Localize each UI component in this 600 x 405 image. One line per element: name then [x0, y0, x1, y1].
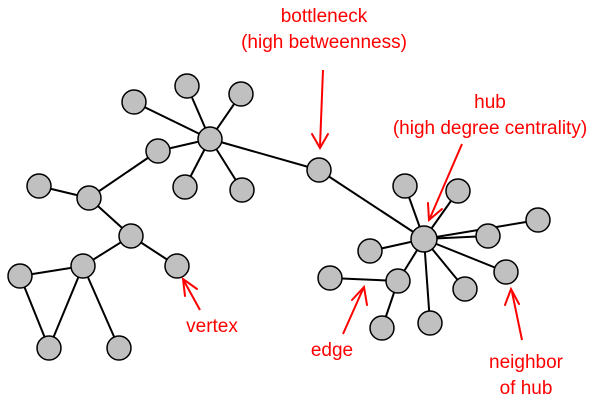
vertex [70, 253, 96, 279]
edge-line [88, 150, 159, 199]
vertex [164, 253, 190, 279]
vertex [452, 276, 478, 302]
edge-line [82, 265, 120, 349]
edge-line [423, 238, 507, 273]
edge-line [133, 101, 211, 140]
annotation-labels: bottleneck (high betweenness) hub (high … [186, 6, 587, 399]
vertex [417, 310, 443, 336]
neighbor-label: neighbor [489, 352, 564, 373]
edge-line [48, 265, 84, 349]
vertex [525, 207, 551, 233]
edge-line [19, 275, 50, 349]
vertex-arrow [181, 276, 201, 311]
vertex [369, 315, 395, 341]
neighbor-sublabel: of hub [500, 378, 553, 399]
vertex [317, 265, 343, 291]
hub-arrow [427, 143, 463, 223]
edge-line [209, 138, 320, 171]
vertices [7, 73, 551, 361]
vertex [172, 174, 198, 200]
vertex [36, 335, 62, 361]
vertex [385, 268, 411, 294]
vertex [228, 81, 254, 107]
hub-label: hub [474, 92, 506, 113]
annotation-arrows [181, 69, 523, 341]
bottleneck-arrow [311, 69, 329, 151]
edge-line [318, 169, 425, 240]
vertex [392, 173, 418, 199]
vertex [76, 185, 102, 211]
vertex [174, 73, 200, 99]
vertex [475, 223, 501, 249]
hub-sublabel: (high degree centrality) [393, 118, 587, 139]
edge-arrow [342, 284, 368, 335]
vertex [118, 223, 144, 249]
bottleneck-label: bottleneck [281, 6, 368, 27]
vertex [445, 178, 471, 204]
vertex [7, 263, 33, 289]
vertex-label: vertex [186, 316, 238, 337]
vertex [197, 126, 223, 152]
hub-vertex [410, 225, 438, 253]
vertex [106, 335, 132, 361]
vertex [26, 173, 52, 199]
edge-label: edge [311, 340, 353, 361]
vertex [121, 89, 147, 115]
vertex [493, 259, 519, 285]
edge-line [423, 238, 431, 324]
vertex [145, 138, 171, 164]
bottleneck-vertex [306, 157, 332, 183]
vertex [357, 238, 383, 264]
neighbor-arrow [504, 286, 523, 341]
bottleneck-sublabel: (high betweenness) [241, 32, 407, 53]
vertex [229, 177, 255, 203]
